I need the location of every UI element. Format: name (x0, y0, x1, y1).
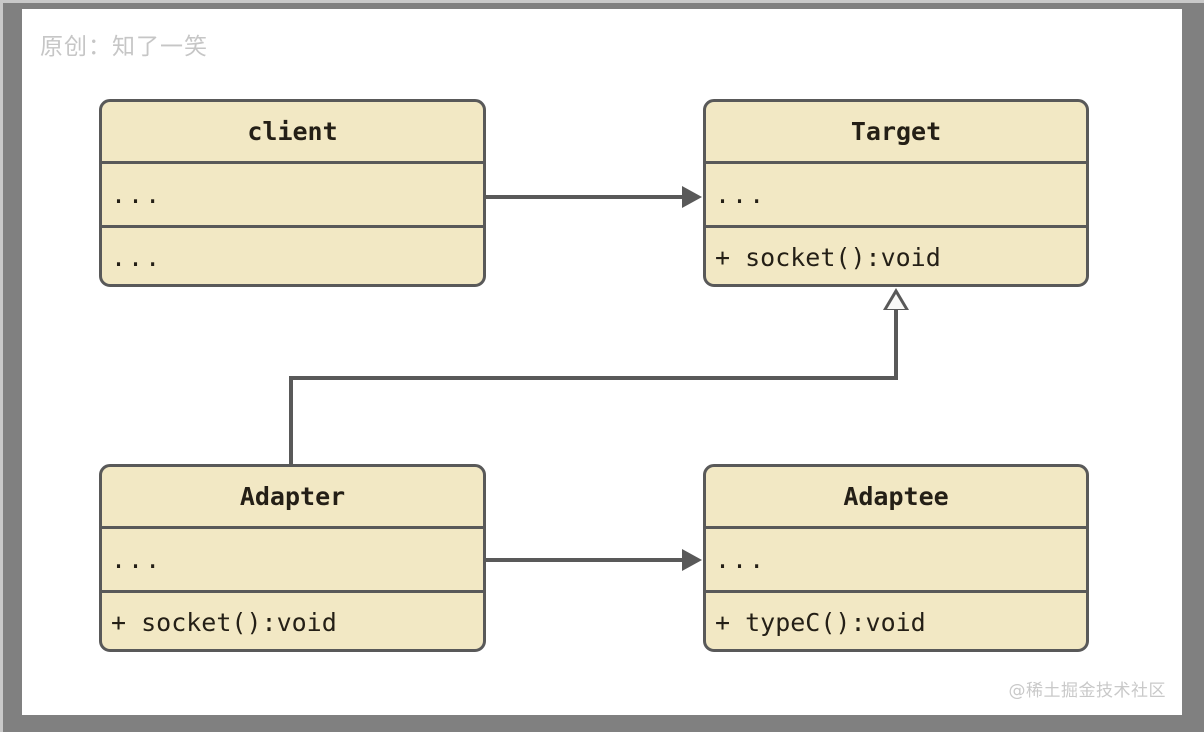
class-box-adapter[interactable]: Adapter ... + socket():void (99, 464, 486, 652)
edge-adapter-to-target-horizontal (289, 376, 898, 380)
edge-client-to-target-line (486, 195, 686, 199)
class-operations-target: + socket():void (706, 225, 1086, 284)
class-operations-adapter: + socket():void (102, 590, 483, 649)
class-box-target[interactable]: Target ... + socket():void (703, 99, 1089, 287)
class-title-target: Target (850, 117, 942, 146)
arrowhead-client-to-target (682, 186, 702, 208)
watermark-platform: @稀土掘金技术社区 (1008, 681, 1166, 701)
class-attributes-adaptee: ... (706, 526, 1086, 590)
arrowhead-adapter-to-adaptee (682, 549, 702, 571)
class-title-adapter: Adapter (239, 482, 346, 511)
class-box-client[interactable]: client ... ... (99, 99, 486, 287)
edge-adapter-to-target-vertical-left (289, 376, 293, 466)
class-box-adaptee[interactable]: Adaptee ... + typeC():void (703, 464, 1089, 652)
class-title-client: client (247, 117, 338, 146)
arrowhead-adapter-to-target-generalization (883, 288, 909, 310)
class-attributes-client: ... (102, 161, 483, 225)
frame-highlight-left (0, 0, 3, 732)
edge-adapter-to-target-vertical-right (894, 309, 898, 378)
class-operations-client: ... (102, 225, 483, 284)
edge-adapter-to-adaptee-line (486, 558, 686, 562)
frame-highlight-top (0, 0, 1204, 3)
class-attributes-adapter: ... (102, 526, 483, 590)
diagram-paper: 原创：知了一笑 @稀土掘金技术社区 client ... ... Target … (22, 9, 1182, 715)
class-title-adaptee: Adaptee (843, 482, 949, 511)
class-operations-adaptee: + typeC():void (706, 590, 1086, 649)
watermark-author: 原创：知了一笑 (40, 34, 208, 60)
class-attributes-target: ... (706, 161, 1086, 225)
